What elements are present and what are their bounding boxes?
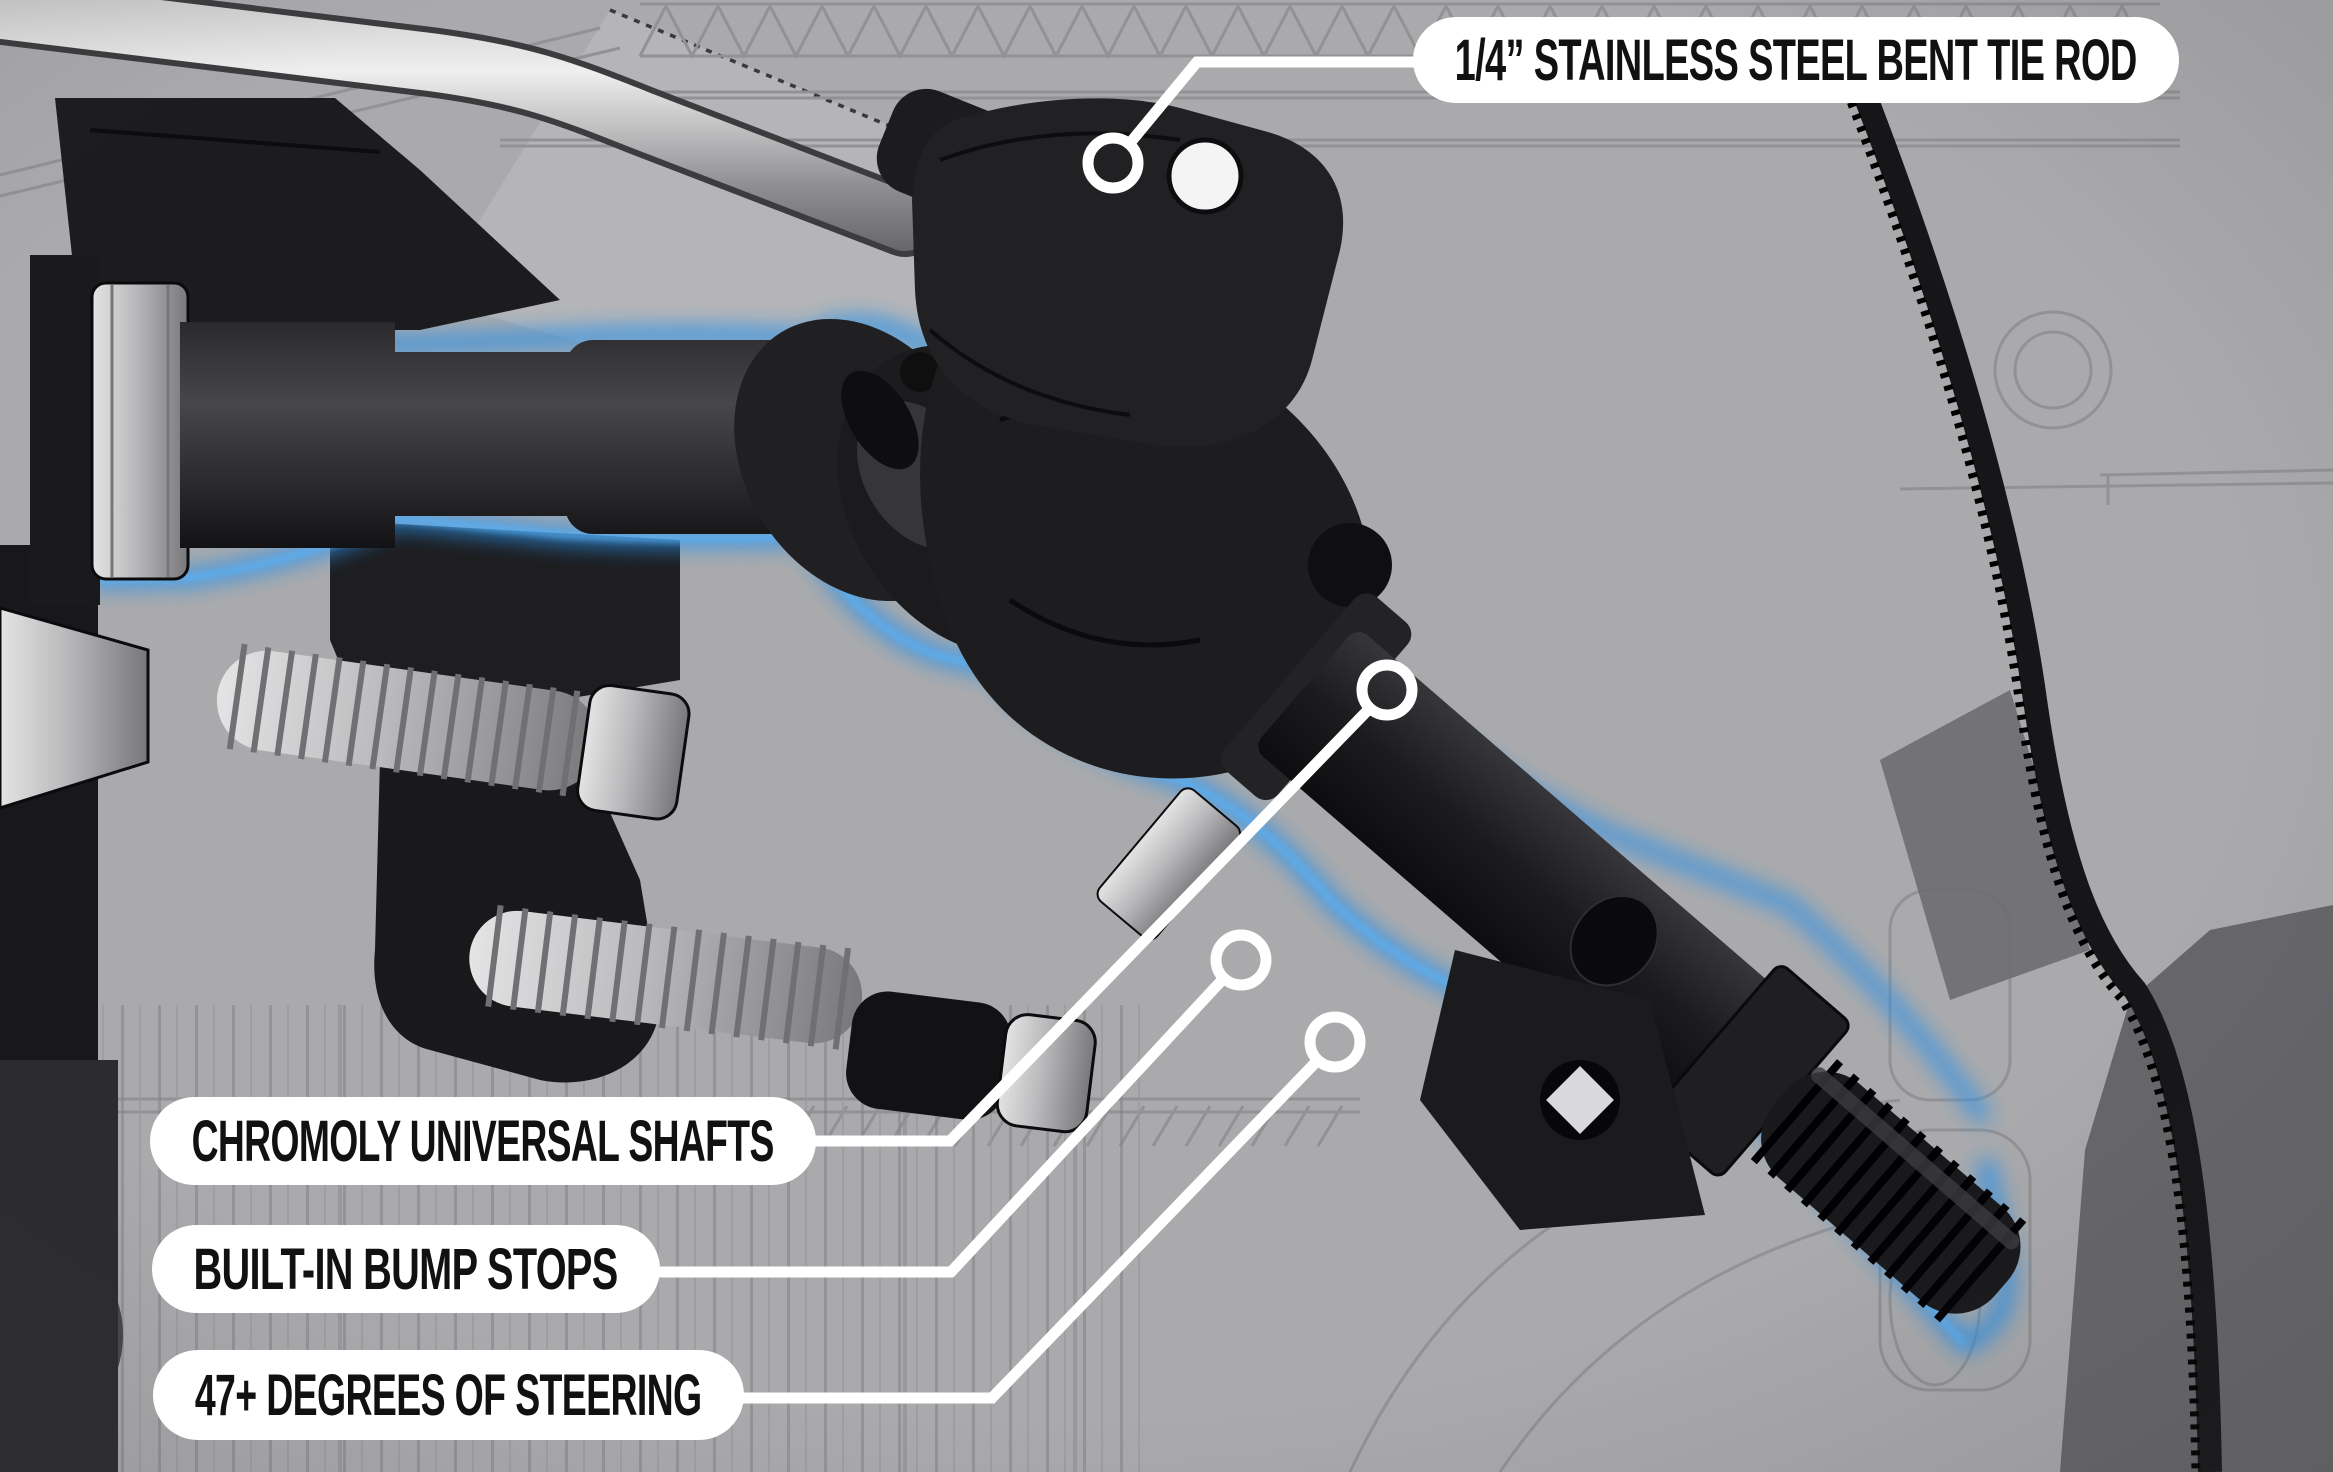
callout-bump-stops: BUILT-IN BUMP STOPS [152, 1225, 660, 1313]
leader-line-universal-shafts [812, 705, 1373, 1147]
leader-line-tie-rod [1125, 56, 1415, 147]
callout-universal-shafts: CHROMOLY UNIVERSAL SHAFTS [150, 1097, 816, 1185]
leader-line-steering [742, 1057, 1321, 1404]
callout-leaders [658, 56, 1418, 1404]
callout-universal-shafts-label: CHROMOLY UNIVERSAL SHAFTS [191, 1108, 775, 1174]
callout-steering: 47+ DEGREES OF STEERING [153, 1350, 744, 1440]
callout-tie-rod-label: 1/4” STAINLESS STEEL BENT TIE ROD [1454, 27, 2138, 93]
callout-steering-label: 47+ DEGREES OF STEERING [195, 1362, 702, 1428]
leader-line-bump-stops [658, 975, 1228, 1278]
callout-tie-rod: 1/4” STAINLESS STEEL BENT TIE ROD [1413, 17, 2179, 103]
callout-circle-steering [1304, 1011, 1366, 1073]
callout-circle-universal-shafts [1356, 659, 1418, 721]
callout-circle-tie-rod [1082, 132, 1144, 194]
callout-bump-stops-label: BUILT-IN BUMP STOPS [193, 1236, 619, 1302]
callout-circle-bump-stops [1210, 929, 1272, 991]
